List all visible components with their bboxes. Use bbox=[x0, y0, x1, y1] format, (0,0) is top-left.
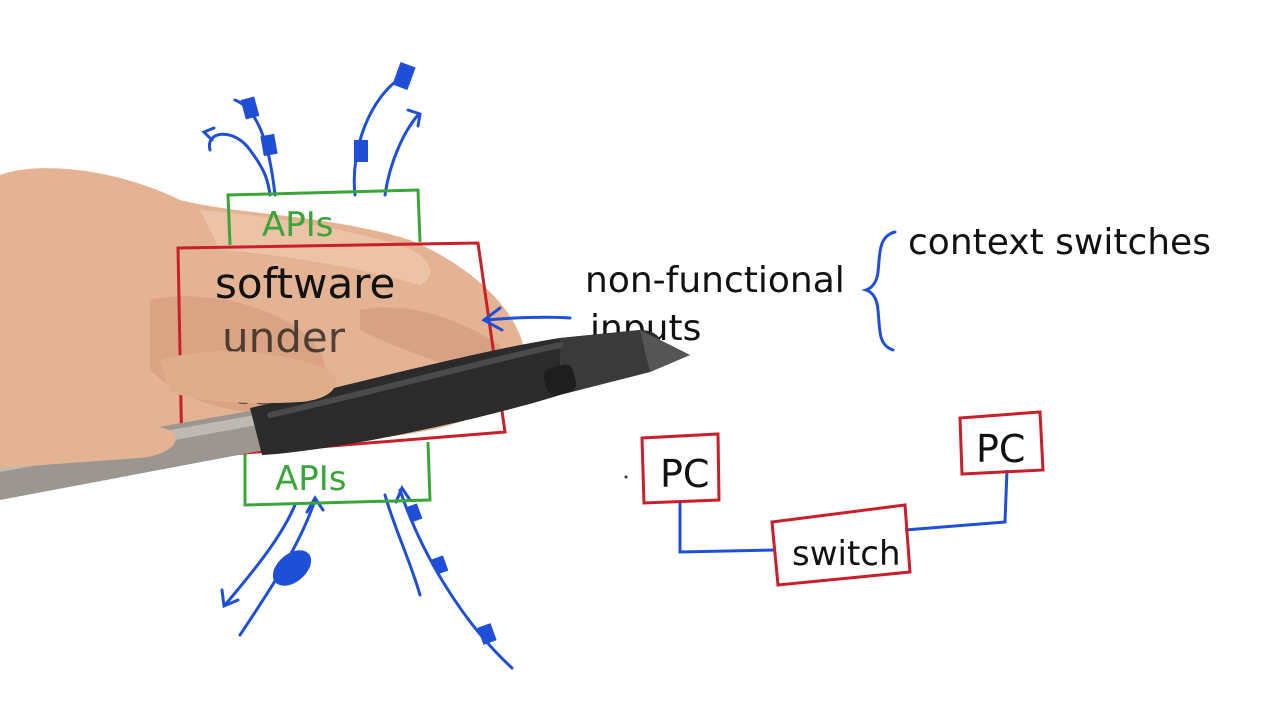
apis-top-box bbox=[226, 188, 422, 246]
brace-icon bbox=[861, 230, 897, 352]
packet-icon bbox=[354, 140, 368, 162]
link-left bbox=[678, 500, 776, 554]
packet-icon bbox=[240, 96, 260, 120]
switch-box bbox=[770, 503, 912, 587]
arrow-bottom-3 bbox=[383, 493, 422, 597]
pc-right-box bbox=[958, 410, 1045, 476]
apis-top-label: APIs bbox=[262, 205, 334, 245]
pc-left-label: PC bbox=[660, 452, 709, 496]
bottom-api-arrows bbox=[220, 484, 514, 670]
packet-icon bbox=[392, 61, 416, 91]
switch-label: switch bbox=[792, 534, 901, 574]
sut-label-line1: software bbox=[215, 259, 395, 308]
non-functional-label: non-functional bbox=[585, 260, 845, 301]
apis-bottom-box bbox=[243, 441, 432, 507]
pc-left-box bbox=[640, 432, 721, 505]
top-packets bbox=[240, 61, 416, 162]
packet-cluster-icon bbox=[272, 550, 312, 586]
packet-icon bbox=[405, 503, 423, 523]
context-switches-label: context switches bbox=[908, 222, 1211, 263]
packet-icon bbox=[431, 555, 449, 575]
packet-icon bbox=[260, 133, 278, 157]
pc-right-label: PC bbox=[976, 427, 1025, 471]
apis-bottom-label: APIs bbox=[275, 459, 347, 499]
link-right bbox=[904, 469, 1009, 532]
arrow-top-1 bbox=[208, 132, 272, 197]
top-api-arrows bbox=[201, 73, 422, 197]
bottom-packets bbox=[272, 503, 497, 645]
arrow-bottom-1 bbox=[223, 503, 297, 607]
ink-dot bbox=[624, 475, 628, 479]
packet-icon bbox=[477, 623, 497, 645]
arrow-top-4 bbox=[383, 113, 420, 197]
arrow-top-3 bbox=[352, 73, 407, 197]
input-arrow-head bbox=[481, 306, 504, 332]
input-arrow bbox=[483, 315, 572, 322]
hand-fingers bbox=[0, 351, 336, 468]
